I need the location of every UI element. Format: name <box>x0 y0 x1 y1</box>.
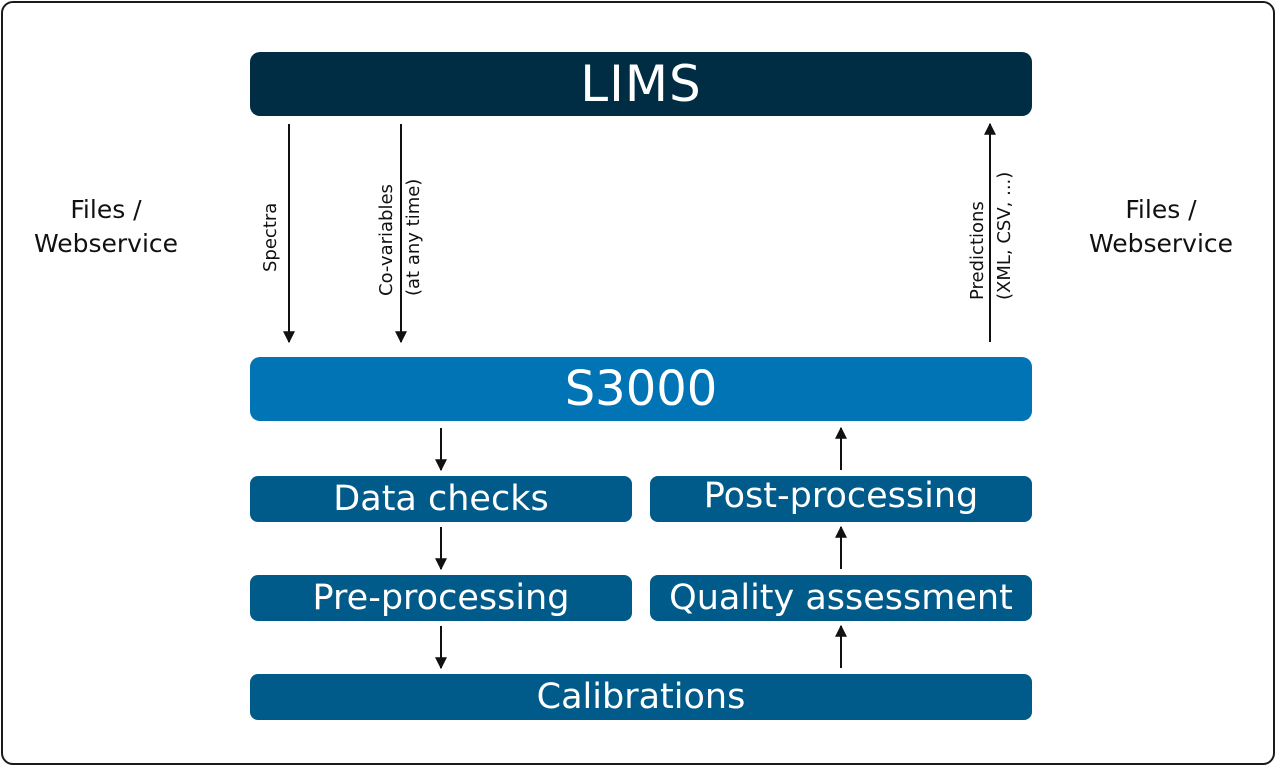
right-io-line1: Files / <box>1125 195 1197 224</box>
post-processing-box: Post-processing <box>650 476 1032 522</box>
calibrations-box: Calibrations <box>250 674 1032 720</box>
post-processing-label: Post-processing <box>703 476 979 516</box>
left-io-line1: Files / <box>70 195 142 224</box>
lims-label: LIMS <box>580 55 702 113</box>
pre-processing-label: Pre-processing <box>312 578 570 618</box>
s3000-box: S3000 <box>250 357 1032 421</box>
lims-box: LIMS <box>250 52 1032 116</box>
left-io-label: Files / Webservice <box>16 193 196 261</box>
quality-assessment-label: Quality assessment <box>669 578 1013 618</box>
calibrations-label: Calibrations <box>536 677 746 717</box>
pre-processing-box: Pre-processing <box>250 575 632 621</box>
data-checks-box: Data checks <box>250 476 632 522</box>
right-io-label: Files / Webservice <box>1071 193 1251 261</box>
s3000-label: S3000 <box>564 361 718 417</box>
data-checks-label: Data checks <box>333 479 549 519</box>
right-io-line2: Webservice <box>1088 229 1234 258</box>
quality-assessment-box: Quality assessment <box>650 575 1032 621</box>
left-io-line2: Webservice <box>33 229 179 258</box>
